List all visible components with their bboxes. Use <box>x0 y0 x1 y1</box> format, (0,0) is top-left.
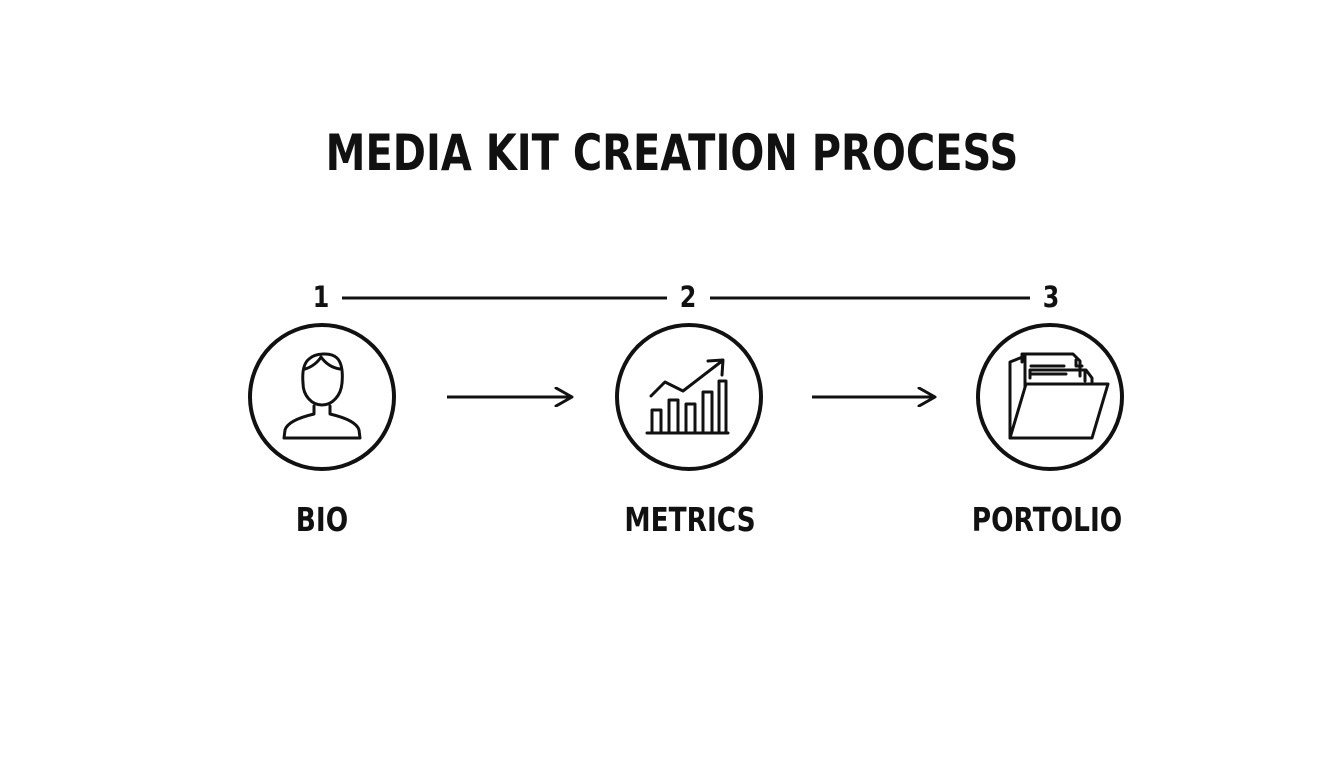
person-icon <box>282 352 362 440</box>
step-number-1: 1 <box>312 280 330 314</box>
step-number-2: 2 <box>679 280 697 314</box>
step-circle-2 <box>615 323 763 471</box>
folder-documents-icon <box>1008 352 1110 440</box>
step-label-portfolio: PORTOLIO <box>971 500 1123 539</box>
growth-chart-icon <box>645 358 730 435</box>
diagram-title: MEDIA KIT CREATION PROCESS <box>325 124 1019 182</box>
step-number-3: 3 <box>1042 280 1060 314</box>
step-label-metrics: METRICS <box>624 500 756 539</box>
step-circle-1 <box>248 323 396 471</box>
step-label-bio: BIO <box>295 500 349 539</box>
step-circle-3 <box>976 323 1124 471</box>
